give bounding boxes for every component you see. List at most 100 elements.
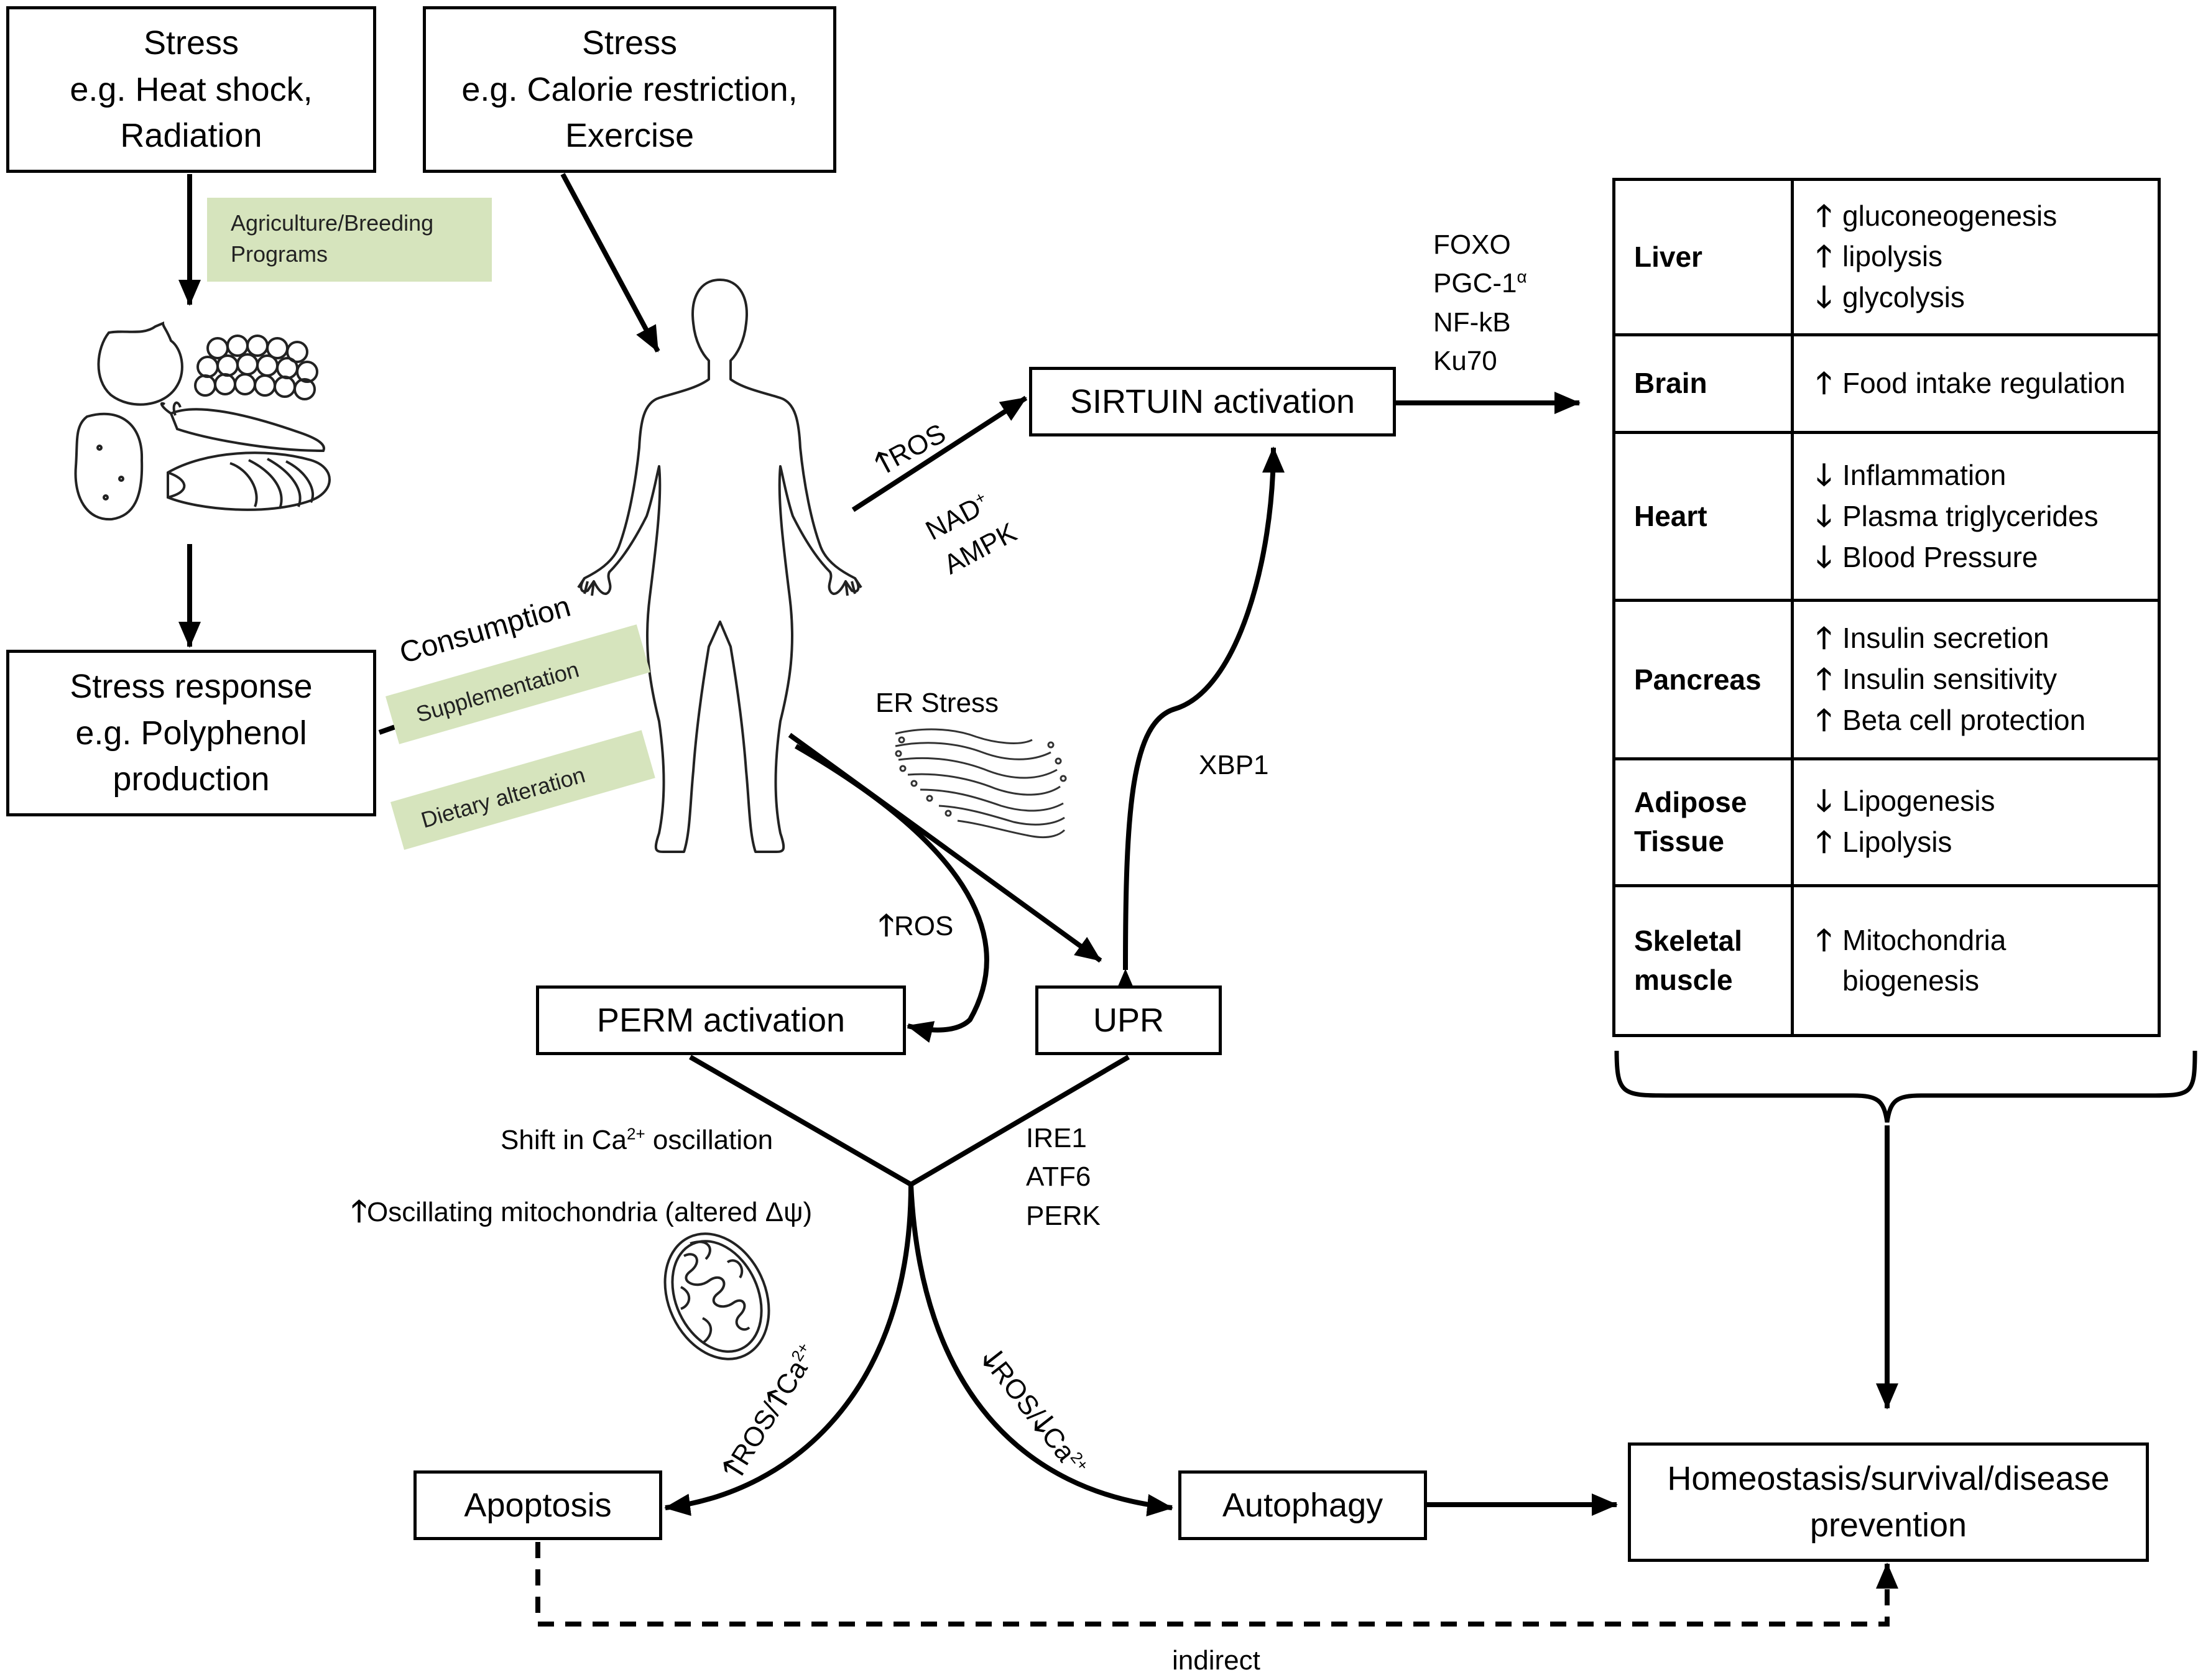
effect-text: Insulin secretion [1842, 622, 2049, 655]
organ-effects-cell: 🡑Insulin secretion 🡑 Insulin sensitivity 🡑 B… [1791, 599, 2161, 760]
sirtuin-text: SIRTUIN activation [1069, 382, 1356, 420]
effect-text: glycolysis [1842, 281, 1965, 314]
effect-text: Insulin sensitivity [1842, 663, 2058, 696]
stress-calorie-line1: Stress [581, 24, 678, 62]
up-arrow-icon: 🡑 [1816, 367, 1832, 400]
organ-effects-cell: 🡓 Inflammation 🡓 Plasma triglycerides 🡓 Blood… [1791, 431, 2161, 602]
apoptosis-text: Apoptosis [464, 1486, 612, 1524]
organ-effects-cell: 🡓 Lipogenesis 🡑Lipolysis [1791, 757, 2161, 887]
agriculture-label: Agriculture/Breeding Programs [207, 198, 492, 282]
shift-ca-sup: 2+ [626, 1124, 645, 1143]
up-arrow-icon: 🡑 [1816, 199, 1832, 233]
stress-heat-line2: e.g. Heat shock, [70, 70, 313, 108]
up-arrow-icon: 🡑 [1816, 663, 1832, 696]
table-row: Pancreas🡑Insulin secretion🡑Insulin sensi… [1612, 599, 2161, 760]
organ-name: muscle [1634, 963, 1733, 996]
effect-text: Blood Pressure [1842, 540, 2038, 573]
organ-name: Adipose [1634, 786, 1747, 819]
nfkb-text: NF-kB [1433, 307, 1511, 338]
upr-box: UPR [1035, 985, 1222, 1055]
arrow-calorie-to-body [560, 173, 660, 353]
up-arrow-icon: 🡑 [1816, 826, 1832, 859]
arrow-junction-to-autophagy [908, 1184, 1173, 1516]
stress-heat-box: Stress e.g. Heat shock, Radiation [6, 6, 376, 173]
atf6-text: ATF6 [1026, 1161, 1091, 1193]
effect-text: Inflammation [1842, 459, 2007, 492]
line-perm-to-junction [688, 1055, 913, 1187]
stress-heat-line3: Radiation [120, 117, 262, 155]
stress-response-line1: Stress response [70, 668, 313, 706]
vegetables-illustration [74, 321, 331, 521]
er-stress-label: ER Stress [875, 688, 999, 718]
homeostasis-box: Homeostasis/survival/disease prevention [1628, 1442, 2149, 1562]
pgc-line: PGC-1α [1433, 264, 1527, 303]
stress-response-line2: e.g. Polyphenol [75, 714, 307, 752]
effect-item: 🡑Lipolysis [1816, 822, 2158, 863]
down-arrow-icon: 🡓 [1816, 785, 1832, 818]
organ-effects-table: Liver 🡑 gluconeogenesis 🡑 lipolysis 🡓 glycolys… [1612, 178, 2161, 1038]
foxo-text: FOXO [1433, 229, 1511, 260]
table-row: Heart🡓Inflammation🡓Plasma triglycerides🡓… [1612, 431, 2161, 602]
homeostasis-line2: prevention [1809, 1507, 1967, 1544]
effect-text: lipolysis [1842, 240, 1943, 273]
arrow-body-to-sirtuin [851, 395, 1028, 512]
oscillating-label: 🡑Oscillating mitochondria (altered Δψ) [351, 1191, 812, 1233]
upr-targets-label: IRE1 ATF6 PERK [1026, 1119, 1101, 1235]
effect-item: 🡓 Blood Pressure [1816, 537, 2158, 578]
organ-name: Skeletal [1634, 924, 1742, 957]
effect-item: 🡑Insulin secretion [1816, 618, 2158, 659]
down-arrow-icon: 🡓 [1816, 499, 1832, 533]
effect-item: biogenesis [1816, 961, 2158, 1000]
effect-text: Food intake regulation [1842, 367, 2126, 400]
effect-item: 🡓 Lipogenesis [1816, 781, 2158, 822]
shift-ca-label: Shift in Ca2+ oscillation [501, 1121, 773, 1160]
arrow-body-to-perm [795, 744, 989, 1043]
table-row: Brain 🡑 Food intake regulation [1612, 333, 2161, 435]
shift-ca-post: oscillation [645, 1125, 774, 1155]
down-arrow-icon: 🡓 [1816, 281, 1832, 315]
organ-name: Pancreas [1634, 663, 1762, 696]
effect-text: Lipogenesis [1842, 785, 1995, 818]
mitochondrion-illustration [663, 1232, 770, 1360]
line-upr-to-junction [909, 1055, 1130, 1187]
stress-calorie-line3: Exercise [565, 117, 695, 155]
up-arrow-icon: 🡑 [1816, 240, 1832, 274]
stress-response-line3: production [113, 760, 270, 798]
perk-text: PERK [1026, 1200, 1101, 1231]
effect-item: 🡑 Beta cell protection [1816, 700, 2158, 741]
shift-ca-pre: Shift in Ca [501, 1125, 627, 1155]
arrow-junction-to-apoptosis [664, 1184, 913, 1516]
down-arrow-icon: 🡓 [1816, 540, 1832, 574]
homeostasis-line1: Homeostasis/survival/disease [1667, 1460, 2110, 1498]
pgc-superscript: α [1517, 267, 1527, 287]
effect-text: gluconeogenesis [1842, 199, 2058, 232]
pgc-text: PGC-1 [1433, 268, 1517, 299]
ros-text-2: ROS [894, 911, 954, 941]
organ-effects-cell: 🡑 gluconeogenesis 🡑 lipolysis 🡓 glycolysis [1791, 178, 2161, 336]
effect-item: 🡑 Insulin sensitivity [1816, 659, 2158, 700]
organ-name: Heart [1634, 500, 1707, 533]
stress-calorie-box: Stress e.g. Calorie restriction, Exercis… [423, 6, 836, 173]
effect-text: Plasma triglycerides [1842, 499, 2099, 532]
effect-item: 🡑 gluconeogenesis [1816, 196, 2158, 237]
agriculture-line2: Programs [231, 241, 328, 267]
ku70-text: Ku70 [1433, 346, 1497, 377]
effect-item: 🡑Mitochondria [1816, 920, 2158, 961]
organ-name: Brain [1634, 367, 1707, 400]
table-bracket [1614, 1050, 2197, 1123]
up-arrow-icon: 🡑 [1816, 703, 1832, 737]
arrow-indirect-dashed [535, 1542, 1898, 1627]
ros-up-label-2: 🡑ROS [879, 905, 953, 947]
autophagy-box: Autophagy [1178, 1470, 1427, 1540]
perm-text: PERM activation [596, 1001, 846, 1039]
organ-name: Liver [1634, 240, 1702, 273]
sirtuin-activation-box: SIRTUIN activation [1029, 367, 1396, 436]
stress-calorie-line2: e.g. Calorie restriction, [461, 70, 798, 108]
effect-text: Beta cell protection [1842, 703, 2086, 736]
down-arrow-icon: 🡓 [1816, 459, 1832, 492]
effect-text: Mitochondria [1842, 924, 2007, 957]
organ-name-cell: Pancreas [1612, 599, 1794, 760]
effect-item: 🡑 Food intake regulation [1816, 363, 2158, 404]
